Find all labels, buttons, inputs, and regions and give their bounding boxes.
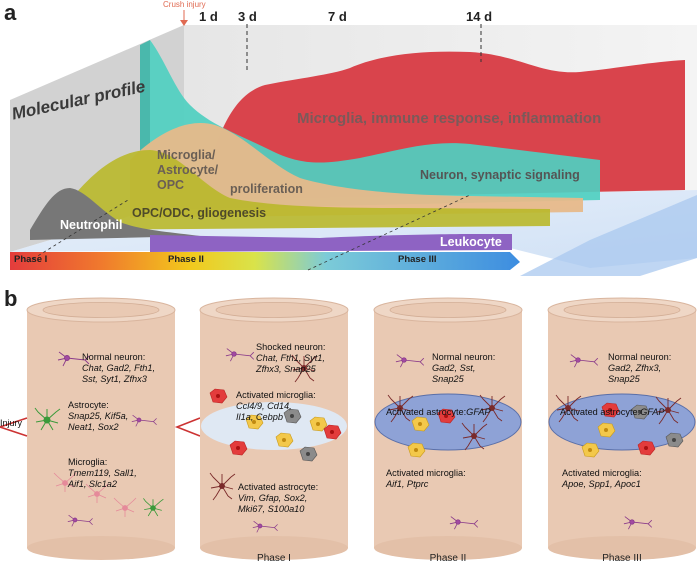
col4-micro-genes: Apoe, Spp1, Apoc1 [562, 479, 641, 489]
time-label-7d: 7 d [328, 9, 347, 24]
col3-astro-title: Activated astrocyte: [386, 407, 467, 417]
panel-b-label: b [4, 286, 18, 311]
col2-block2: Activated microglia: Ccl4/9, Cd14, Il1a,… [236, 390, 316, 423]
caption-phase1: Phase I [257, 553, 291, 564]
col4-block1: Normal neuron: Gad2, Zfhx3, Snap25 [608, 352, 671, 385]
panel-b-figure [0, 297, 697, 561]
col3-block1: Normal neuron: Gad2, Sst, Snap25 [432, 352, 495, 385]
leukocyte-curve [150, 234, 512, 252]
neutrophil-curve [30, 188, 200, 240]
col4-astro-title: Activated astrocyte: [560, 407, 641, 417]
cylinder-phase3 [547, 297, 697, 561]
col4-neuron-genes-1: Gad2, Zfhx3, [608, 363, 662, 373]
col1-block2: Astrocyte: Snap25, Kif5a, Neat1, Sox2 [68, 400, 128, 433]
proliferation-curve [130, 123, 583, 218]
col2-astro-genes-1: Vim, Gfap, Sox2, [238, 493, 308, 503]
phase-divider-1 [27, 199, 129, 263]
opc-curve [70, 150, 550, 230]
caption-phase2: Phase II [429, 553, 467, 564]
col1-astro-genes-2: Neat1, Sox2 [68, 422, 119, 432]
col3-block3: Activated microglia: Aif1, Ptprc [386, 468, 466, 490]
col2-astro-title: Activated astrocyte: [238, 482, 319, 492]
col1-astro-genes-1: Snap25, Kif5a, [68, 411, 129, 421]
proliferation-label-line4: proliferation [230, 182, 303, 196]
col2-micro-title: Activated microglia: [236, 390, 316, 400]
col2-neuron-genes-1: Chat, Fth1, Syt1, [256, 353, 325, 363]
proliferation-label-line3: OPC [157, 178, 185, 192]
injury-wedge-left [0, 417, 28, 437]
phase-label-3: Phase III [398, 254, 437, 265]
time-label-14d: 14 d [466, 9, 493, 24]
injury-label: Injury [0, 418, 23, 428]
col3-micro-genes: Aif1, Ptprc [386, 479, 429, 489]
crush-injury-label: Crush injury [163, 0, 206, 9]
proliferation-label-line2: Astrocyte/ [157, 163, 219, 177]
col3-neuron-genes-2: Snap25 [432, 374, 464, 384]
col2-neuron-title: Shocked neuron: [256, 342, 326, 352]
caption-phase3: Phase III [602, 553, 642, 564]
col1-neuron-title: Normal neuron: [82, 352, 146, 362]
panel-a-figure [10, 10, 697, 276]
col1-astro-title: Astrocyte: [68, 400, 109, 410]
col2-astro-genes-2: Mki67, S100a10 [238, 504, 305, 514]
col1-block1: Normal neuron: Chat, Gad2, Fth1, Sst, Sy… [82, 352, 155, 385]
phase-label-2: Phase II [168, 254, 204, 265]
col4-block2: Activated astrocyte:GFAP [560, 407, 665, 418]
proliferation-curve-label: Microglia/ Astrocyte/ OPC [157, 148, 218, 193]
col1-micro-genes-2: Aif1, Slc1a2 [68, 479, 118, 489]
col2-block3: Activated astrocyte: Vim, Gfap, Sox2, Mk… [238, 482, 318, 515]
injury-wedge-right [174, 417, 201, 437]
col3-micro-title: Activated microglia: [386, 468, 466, 478]
col1-block3: Microglia: Tmem119, Sall1, Aif1, Slc1a2 [68, 457, 137, 490]
col4-neuron-title: Normal neuron: [608, 352, 672, 362]
col3-block2: Activated astrocyte:GFAP [386, 407, 491, 418]
col1-micro-genes-1: Tmem119, Sall1, [68, 468, 137, 478]
time-label-3d: 3 d [238, 9, 257, 24]
microglia-curve-label: Microglia, immune response, inflammation [297, 110, 602, 127]
col2-micro-genes-1: Ccl4/9, Cd14, [236, 401, 292, 411]
leukocyte-curve-label: Leukocyte [440, 235, 502, 249]
col4-block3: Activated microglia: Apoe, Spp1, Apoc1 [562, 468, 642, 490]
col1-micro-title: Microglia: [68, 457, 108, 467]
col4-astro-genes: GFAP [640, 407, 665, 417]
panel-a-label: a [4, 0, 17, 25]
opc-curve-label: OPC/ODC, gliogenesis [132, 206, 267, 220]
crush-arrow-head [180, 20, 188, 26]
proliferation-label-line1: Microglia/ [157, 148, 216, 162]
col2-micro-genes-2: Il1a, Cebpb [236, 412, 283, 422]
neuron-curve-label: Neuron, synaptic signaling [420, 168, 580, 182]
col2-neuron-genes-2: Zfhx3, Snap25 [256, 364, 316, 374]
phase-label-1: Phase I [14, 254, 48, 265]
phase-bar [10, 252, 520, 270]
col4-micro-title: Activated microglia: [562, 468, 642, 478]
col1-neuron-genes-2: Sst, Syt1, Zfhx3 [82, 374, 147, 384]
floor-right-edge [520, 195, 697, 276]
col3-neuron-title: Normal neuron: [432, 352, 496, 362]
col3-neuron-genes-1: Gad2, Sst, [432, 363, 476, 373]
col4-neuron-genes-2: Snap25 [608, 374, 640, 384]
col3-astro-genes: GFAP [466, 407, 491, 417]
cylinder-phase2 [373, 297, 523, 561]
cylinder-phase1 [199, 297, 349, 561]
col2-block1: Shocked neuron: Chat, Fth1, Syt1, Zfhx3,… [256, 342, 325, 375]
neutrophil-curve-label: Neutrophil [60, 218, 123, 232]
col1-neuron-genes-1: Chat, Gad2, Fth1, [82, 363, 156, 373]
time-label-1d: 1 d [199, 9, 218, 24]
